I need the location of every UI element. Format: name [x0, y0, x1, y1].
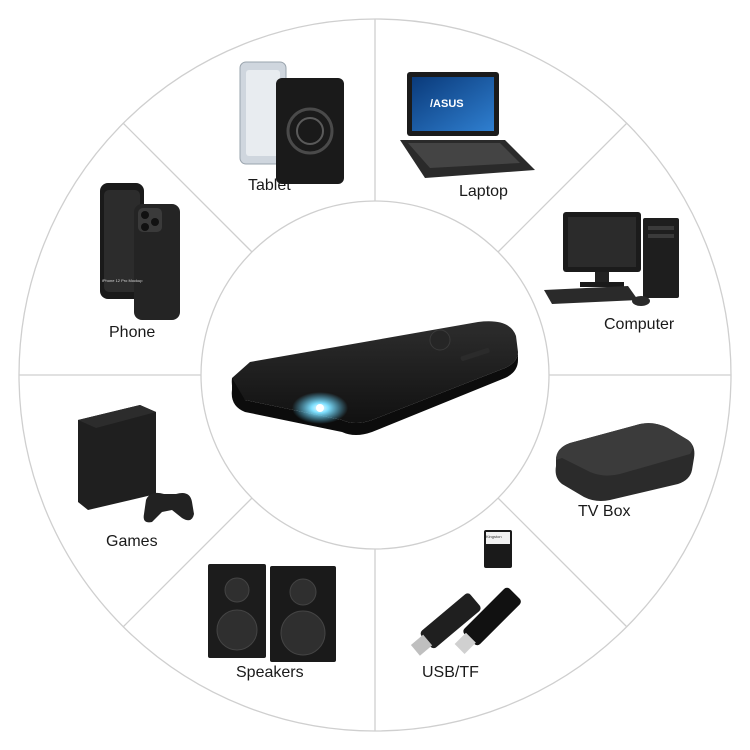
laptop-logo: /ASUS — [430, 98, 464, 110]
phone-image — [100, 183, 180, 320]
label-tv-box: TV Box — [578, 503, 631, 520]
tablet-image — [239, 61, 344, 184]
laptop-image — [400, 72, 535, 178]
label-usb-tf: USB/TF — [422, 664, 479, 681]
tv-box-image — [555, 423, 695, 501]
label-laptop: Laptop — [459, 183, 508, 200]
label-tablet: Tablet — [248, 177, 291, 194]
phone-caption: iPhone 12 Pro Mockup — [102, 278, 143, 283]
games-image — [78, 405, 194, 523]
label-speakers: Speakers — [236, 664, 304, 681]
sector-dividers — [19, 19, 731, 731]
label-games: Games — [106, 533, 158, 550]
sd-card-brand: Kingston — [486, 534, 502, 539]
usb-tf-image — [410, 530, 521, 656]
mini-projector — [231, 321, 518, 435]
speakers-image — [208, 564, 336, 662]
computer-image — [544, 212, 679, 306]
label-computer: Computer — [604, 316, 675, 333]
label-phone: Phone — [109, 324, 156, 341]
